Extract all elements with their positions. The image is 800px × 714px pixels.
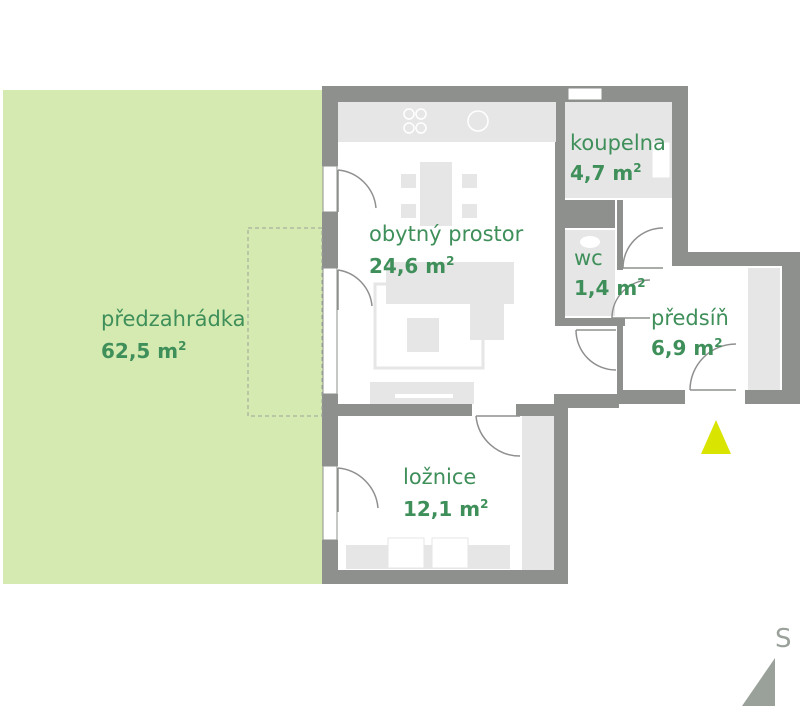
doors: [337, 169, 737, 512]
room-area: 12,1 m2: [403, 497, 489, 521]
room-name: předzahrádka: [101, 307, 246, 331]
room-area: 1,4 m2: [574, 276, 646, 300]
hall-wardrobe: [748, 268, 780, 390]
compass-letter: S: [775, 624, 792, 654]
room-label-loznice: ložnice 12,1 m2: [403, 465, 489, 521]
bedroom-furniture: [346, 416, 554, 570]
bathroom-fixtures: [565, 102, 672, 316]
room-label-predzahradka: předzahrádka 62,5 m2: [101, 307, 246, 363]
room-area: 6,9 m2: [651, 336, 723, 360]
terrace-outline: [247, 227, 323, 417]
room-name: wc: [574, 246, 603, 270]
garden-area: [3, 90, 325, 584]
living-set: [370, 262, 514, 404]
room-name: předsíň: [651, 306, 729, 330]
room-name: koupelna: [570, 131, 666, 155]
room-area: 24,6 m2: [369, 254, 455, 278]
room-area: 62,5 m2: [101, 339, 187, 363]
room-label-wc: wc 1,4 m2: [574, 246, 646, 300]
compass-needle: [742, 658, 775, 706]
room-area: 4,7 m2: [570, 161, 642, 185]
dining-set: [401, 162, 477, 226]
room-name: ložnice: [403, 465, 477, 489]
kitchen-counter: [338, 102, 556, 142]
room-name: obytný prostor: [369, 222, 524, 246]
room-label-predsin: předsíň 6,9 m2: [651, 306, 729, 360]
room-label-koupelna: koupelna 4,7 m2: [570, 131, 666, 185]
room-label-obytny-prostor: obytný prostor 24,6 m2: [369, 222, 524, 278]
windows: [322, 87, 603, 541]
walls: [322, 86, 800, 584]
entrance-marker: [701, 420, 731, 454]
